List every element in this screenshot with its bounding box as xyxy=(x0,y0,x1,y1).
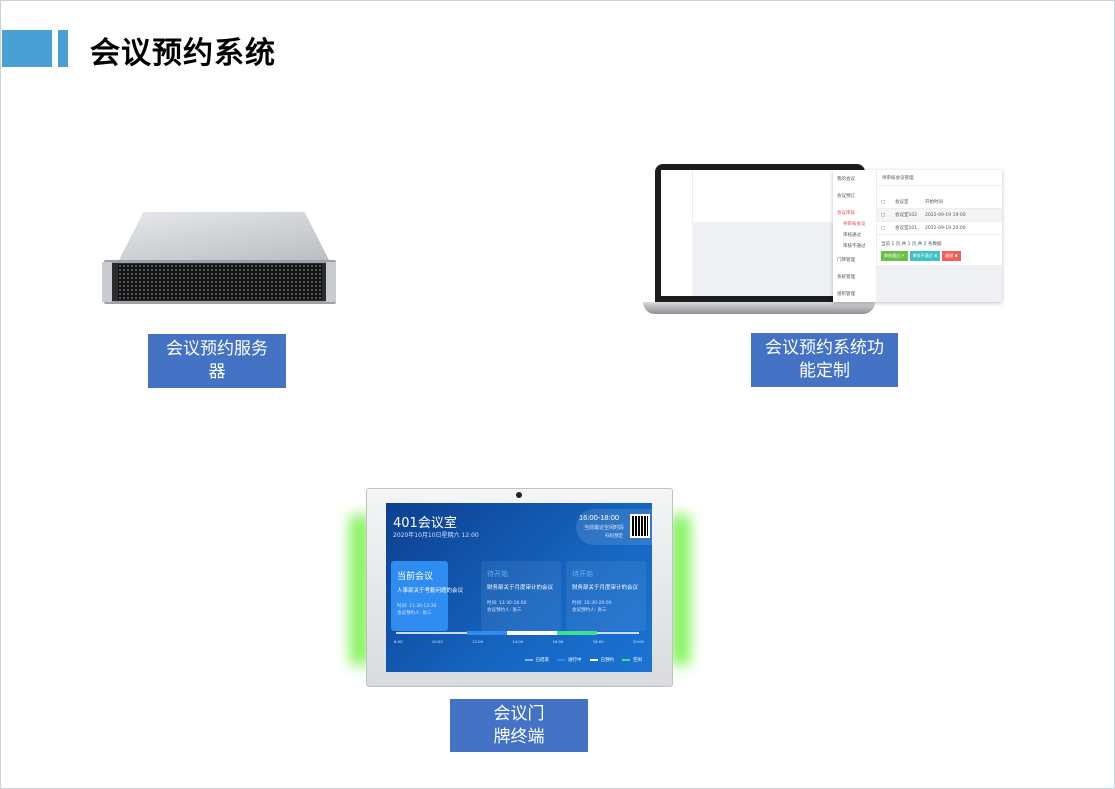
pagination-text: 当前 1 页,共 1 页,共 2 条数据 xyxy=(881,242,942,247)
laptop-main xyxy=(693,170,859,296)
menu-item: 审核通过 xyxy=(843,233,861,238)
timeline-booked xyxy=(507,631,557,635)
qr-code-icon xyxy=(630,514,650,538)
server-chassis-top xyxy=(118,212,330,262)
header-accent-bar-thin xyxy=(58,30,68,67)
meeting-card-upcoming: 待开始 财务部关于月度审计的会议 时间: 16:30-20:00 会议预约人: … xyxy=(566,561,646,631)
admin-empty-area xyxy=(877,265,1002,302)
header-accent-bar xyxy=(2,30,52,67)
server-handle xyxy=(102,262,112,302)
legend-item: 进行中 xyxy=(557,657,582,663)
server-mesh xyxy=(118,264,322,300)
label-system: 会议预约系统功能定制 xyxy=(751,333,898,387)
timeline-free xyxy=(557,631,597,635)
door-sign-screen: 401会议室 2020年10月10日星期六 12:00 16:00-18:00 … xyxy=(386,503,652,672)
tablet-glow xyxy=(350,515,370,665)
camera-icon xyxy=(516,492,522,498)
laptop-base xyxy=(643,302,875,314)
timeline-in-progress xyxy=(467,631,507,635)
delete-button: 删除 ✖ xyxy=(942,251,961,261)
laptop-lid xyxy=(655,164,865,302)
timeline-legend: 已结束 进行中 已预约 空闲 xyxy=(524,657,642,663)
menu-item: 我的会议 xyxy=(837,177,855,182)
meeting-card-current: 当前会议 人事部关于考勤问题的会议 时间: 11:30-13:30 会议预约人:… xyxy=(391,561,463,631)
legend-item: 已结束 xyxy=(524,657,549,663)
legend-item: 空闲 xyxy=(622,657,642,663)
legend-item: 已预约 xyxy=(589,657,614,663)
laptop-sidebar xyxy=(661,170,693,296)
page-title: 会议预约系统 xyxy=(90,36,276,71)
tick-label: 12:00 xyxy=(472,639,483,644)
admin-menu: 我的会议 会议预订 会议审核 待审核会议 审核通过 审核不通过 门牌管理 系统管… xyxy=(833,170,877,302)
scan-label: 扫码预定 xyxy=(605,534,623,539)
server-handle xyxy=(326,262,336,302)
menu-item: 会议预订 xyxy=(837,194,855,199)
label-door-sign: 会议门牌终端 xyxy=(450,699,588,752)
tick-label: 14:00 xyxy=(512,639,524,644)
approve-button: 审核通过 ✔ xyxy=(881,251,908,261)
room-name: 401会议室 xyxy=(393,516,457,531)
label-server: 会议预约服务器 xyxy=(148,334,286,388)
tick-label: 8:00 xyxy=(394,639,403,644)
menu-item: 门牌管理 xyxy=(837,258,855,263)
reject-button: 审核不通过 ✖ xyxy=(909,251,941,261)
tick-label: 18:00 xyxy=(592,639,604,644)
menu-item: 组织管理 xyxy=(837,292,855,297)
table-header: ▢会议室开始时间 xyxy=(877,196,1002,209)
free-time: 16:00-18:00 xyxy=(579,513,620,522)
tick-label: 16:00 xyxy=(552,639,564,644)
timeline-ticks: 8:00 10:00 12:00 14:00 16:00 18:00 20:00 xyxy=(394,639,644,644)
menu-item: 系统管理 xyxy=(837,275,855,280)
admin-title: 待审核会议管理 xyxy=(877,170,1002,186)
admin-panel-screenshot: 我的会议 会议预订 会议审核 待审核会议 审核通过 审核不通过 门牌管理 系统管… xyxy=(833,170,1002,302)
tick-label: 10:00 xyxy=(431,639,443,644)
menu-item: 会议审核 xyxy=(837,211,855,216)
date-time: 2020年10月10日星期六 12:00 xyxy=(393,532,479,539)
tick-label: 20:00 xyxy=(632,639,644,644)
laptop-screen xyxy=(661,170,859,296)
action-buttons: 审核通过 ✔ 审核不通过 ✖ 删除 ✖ xyxy=(877,247,1002,265)
tablet-glow xyxy=(670,515,690,665)
menu-item: 审核不通过 xyxy=(843,244,866,249)
menu-item: 待审核会议 xyxy=(843,222,866,227)
free-label: 当前最近空闲时段 xyxy=(584,525,625,531)
meeting-card-upcoming: 待开始 财务部关于月度审计的会议 时间: 13:30-16:00 会议预约人: … xyxy=(481,561,561,631)
